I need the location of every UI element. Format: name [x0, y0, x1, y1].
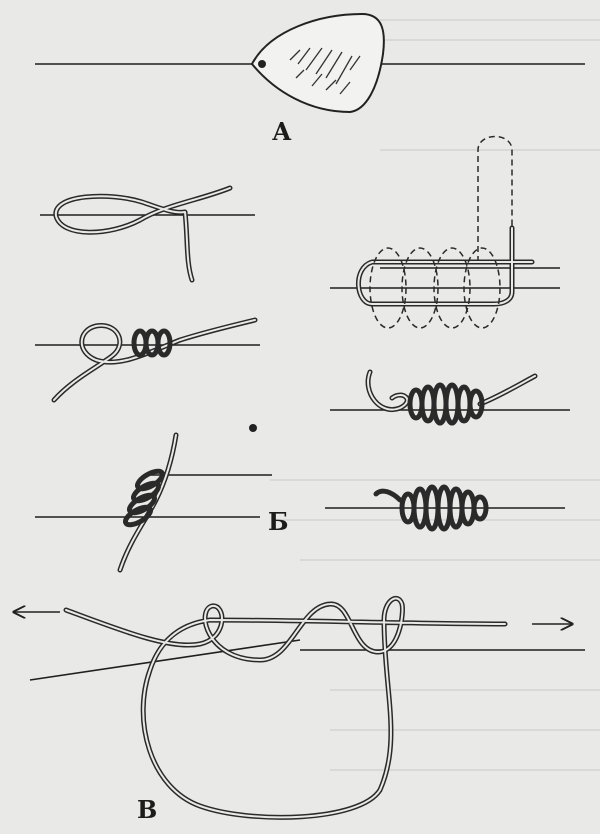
- coil-step6: [399, 484, 489, 532]
- figure-v-loop: [14, 596, 585, 820]
- figure-b-step1: [40, 185, 255, 283]
- label-v: В: [137, 795, 157, 824]
- wraps-step2: [131, 328, 173, 358]
- figure-a-sinker: А: [35, 12, 585, 146]
- line-eyelet: [258, 60, 266, 68]
- wraps-step3: [123, 468, 165, 528]
- label-a: А: [272, 117, 292, 146]
- figure-b-step6: [325, 484, 565, 532]
- sinker-body: [250, 12, 385, 114]
- figure-b-step3: [35, 432, 272, 573]
- dashed-wraps: [369, 247, 501, 329]
- ink-dot: [249, 424, 257, 432]
- figure-b-step2: [35, 317, 260, 403]
- sinker-hatching: [289, 47, 361, 95]
- figure-b-step4: [330, 135, 560, 329]
- figure-b-step5: [330, 369, 570, 426]
- coil-step5: [407, 382, 485, 426]
- label-b: Б: [268, 507, 289, 536]
